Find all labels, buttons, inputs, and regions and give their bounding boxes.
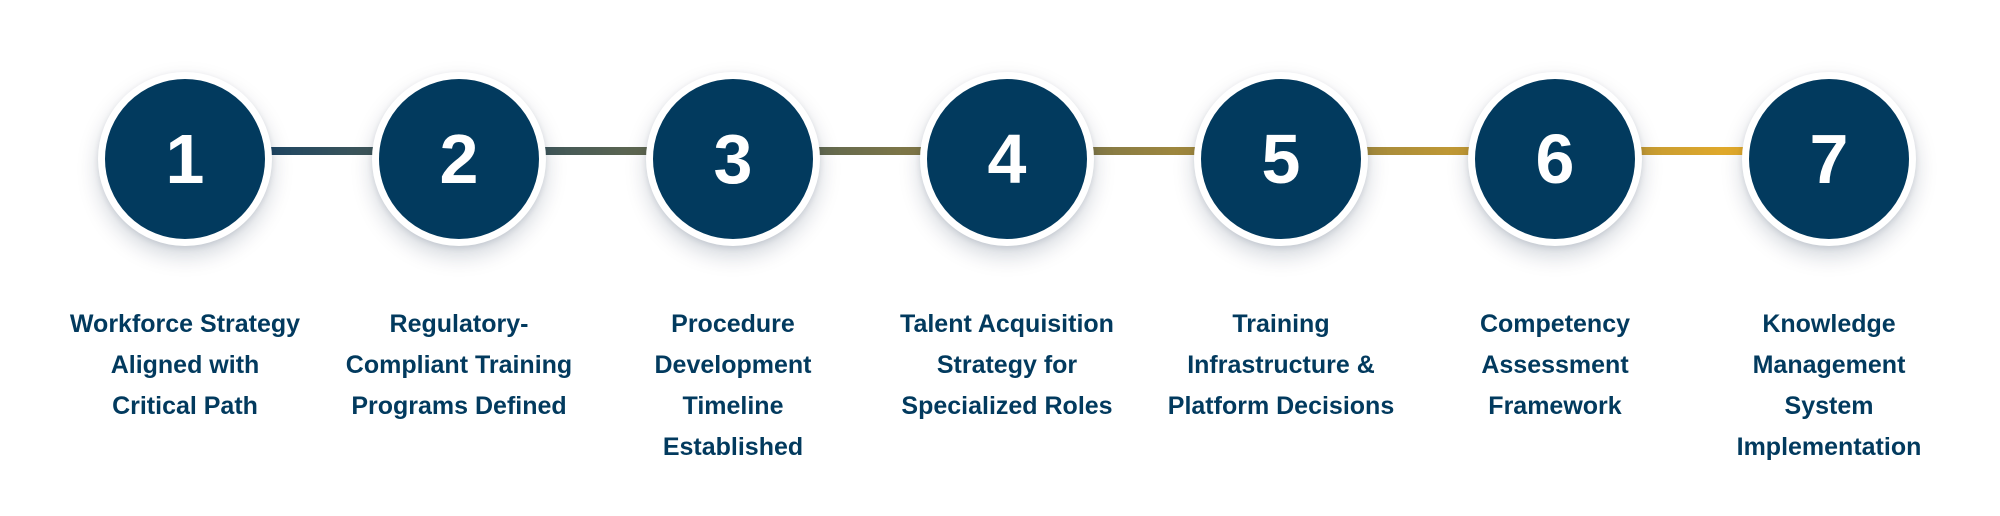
step-2-label: Regulatory-Compliant Training Programs D… (345, 310, 573, 420)
step-1-circle: 1 (98, 72, 272, 246)
connector-6-7 (1640, 147, 1744, 155)
connector-5-6 (1366, 147, 1470, 155)
connector-3-4 (818, 147, 922, 155)
connector-1-2 (270, 147, 374, 155)
step-2-number: 2 (439, 120, 479, 198)
step-4-number: 4 (987, 120, 1027, 198)
step-7-circle: 7 (1742, 72, 1916, 246)
step-3-number: 3 (713, 120, 753, 198)
step-6-label: Competency Assessment Framework (1479, 310, 1631, 420)
step-4-circle: 4 (920, 72, 1094, 246)
step-6-circle: 6 (1468, 72, 1642, 246)
connector-4-5 (1092, 147, 1196, 155)
step-3-label: Procedure Development Timeline Establish… (654, 310, 812, 461)
step-7-number: 7 (1809, 120, 1849, 198)
step-5-number: 5 (1261, 120, 1301, 198)
step-5-circle: 5 (1194, 72, 1368, 246)
step-6-number: 6 (1535, 120, 1575, 198)
step-4-label: Talent Acquisition Strategy for Speciali… (900, 310, 1114, 420)
step-5-label: Training Infrastructure & Platform Decis… (1167, 310, 1395, 420)
step-1-label: Workforce Strategy Aligned with Critical… (69, 310, 301, 420)
step-2-circle: 2 (372, 72, 546, 246)
step-1-number: 1 (165, 120, 205, 198)
step-7-label: Knowledge Management System Implementati… (1736, 310, 1922, 461)
connector-2-3 (544, 147, 648, 155)
step-3-circle: 3 (646, 72, 820, 246)
